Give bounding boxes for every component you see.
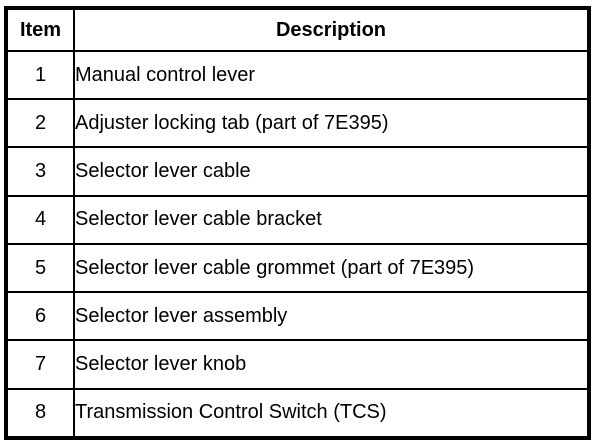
table-row: 7 Selector lever knob	[5, 339, 590, 390]
table-row: 2 Adjuster locking tab (part of 7E395)	[5, 98, 590, 149]
description-cell: Selector lever cable grommet (part of 7E…	[73, 242, 590, 294]
item-number-cell: 7	[5, 339, 75, 390]
column-header-description: Description	[73, 7, 590, 52]
table-row: 6 Selector lever assembly	[5, 291, 590, 342]
item-number-cell: 4	[5, 194, 75, 245]
description-cell: Selector lever knob	[73, 339, 590, 390]
column-header-item: Item	[5, 7, 75, 52]
description-cell: Selector lever cable	[73, 146, 590, 197]
table-row: 3 Selector lever cable	[5, 146, 590, 197]
parts-legend-table: Item Description 1 Manual control lever …	[4, 6, 591, 440]
description-cell: Manual control lever	[73, 49, 590, 101]
description-cell: Adjuster locking tab (part of 7E395)	[73, 98, 590, 149]
description-cell: Transmission Control Switch (TCS)	[73, 387, 590, 440]
table-row: 8 Transmission Control Switch (TCS)	[5, 387, 590, 440]
item-number-cell: 6	[5, 291, 75, 342]
item-number-cell: 8	[5, 387, 75, 440]
description-cell: Selector lever assembly	[73, 291, 590, 342]
table-row: 1 Manual control lever	[5, 49, 590, 101]
item-number-cell: 3	[5, 146, 75, 197]
table-row: 5 Selector lever cable grommet (part of …	[5, 242, 590, 294]
table-row: 4 Selector lever cable bracket	[5, 194, 590, 245]
description-cell: Selector lever cable bracket	[73, 194, 590, 245]
item-number-cell: 2	[5, 98, 75, 149]
item-number-cell: 5	[5, 242, 75, 294]
item-number-cell: 1	[5, 49, 75, 101]
table-header-row: Item Description	[5, 7, 590, 52]
